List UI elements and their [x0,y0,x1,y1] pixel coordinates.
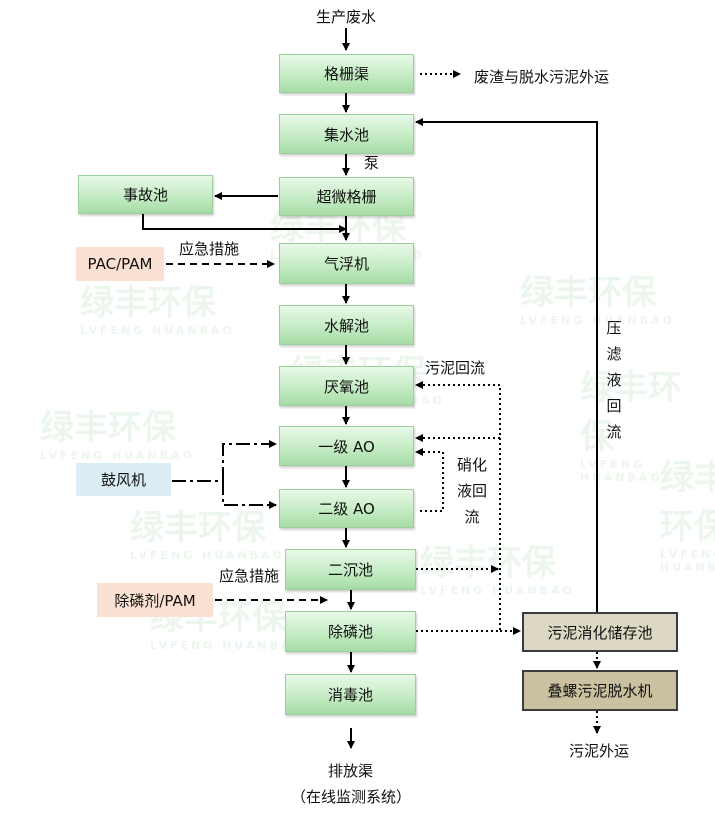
sludge-storage-node: 污泥消化储存池 [522,612,678,652]
input-label: 生产废水 [316,8,377,26]
flotation-node: 气浮机 [279,243,414,284]
emergency-label-1: 应急措施 [179,240,240,258]
ao2-node: 二级 AO [279,489,414,528]
pump-label: 泵 [364,154,380,172]
waste-out-label: 废渣与脱水污泥外运 [474,68,610,86]
phosphate-agent-node: 除磷剂/PAM [97,583,213,617]
discharge-label: 排放渠 [328,762,374,780]
collection-tank-node: 集水池 [279,114,414,154]
anaerobic-node: 厌氧池 [279,366,414,406]
secondary-clarifier-node: 二沉池 [285,549,416,590]
pac-pam-node: PAC/PAM [76,247,164,281]
accident-tank-node: 事故池 [78,175,213,214]
sludge-return-label: 污泥回流 [425,359,486,377]
sludge-out-label: 污泥外运 [569,742,630,760]
blower-node: 鼓风机 [76,463,171,496]
screw-press-node: 叠螺污泥脱水机 [522,670,678,711]
disinfection-node: 消毒池 [285,674,416,715]
ultrafine-grille-node: 超微格栅 [279,177,414,216]
filtrate-return-label: 压滤液回流 [606,319,622,441]
phosphorus-removal-node: 除磷池 [285,611,416,652]
hydrolysis-node: 水解池 [279,305,414,345]
grille-channel-node: 格栅渠 [279,54,414,93]
ao1-node: 一级 AO [279,426,414,466]
emergency-label-2: 应急措施 [219,567,280,585]
online-monitor-label: （在线监测系统） [291,788,412,806]
nitrification-return-label: 硝化液回流 [456,456,487,526]
